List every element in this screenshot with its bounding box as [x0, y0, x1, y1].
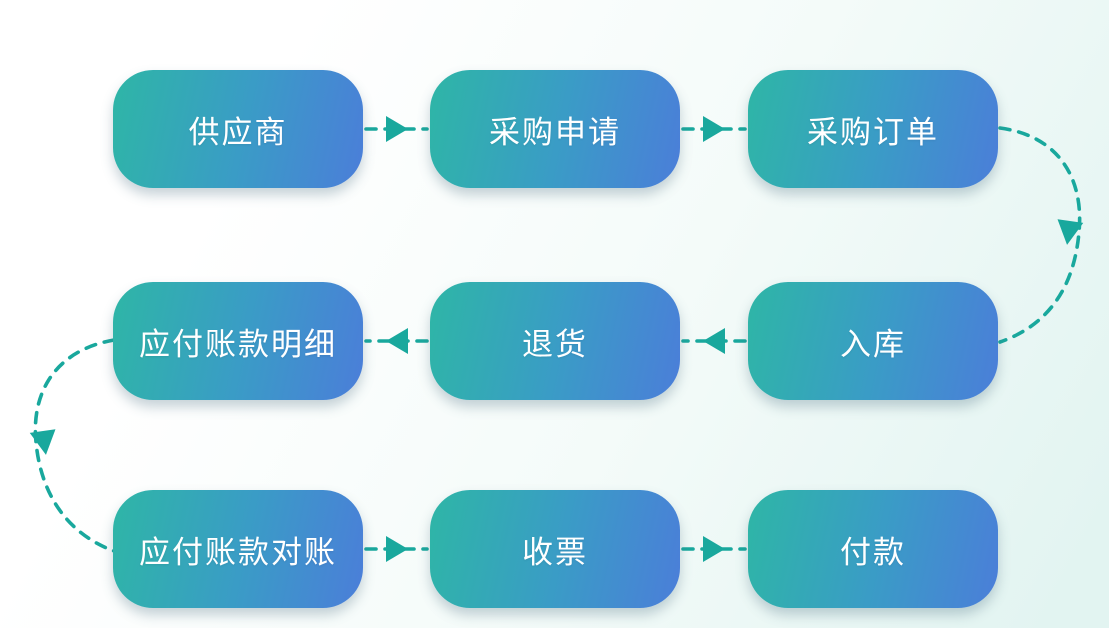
node-stock-in: 入库 [748, 282, 998, 400]
connector-payable-details-to-payable-reconciliation [33, 338, 116, 553]
connector-purchase-order-to-stock-in [998, 126, 1082, 344]
arrowhead-right-icon [386, 116, 408, 142]
node-purchase-request: 采购申请 [430, 70, 680, 188]
node-payable-details: 应付账款明细 [113, 282, 363, 400]
node-invoice-receipt: 收票 [430, 490, 680, 608]
node-label: 供应商 [188, 114, 288, 150]
node-supplier: 供应商 [113, 70, 363, 188]
arrowhead-down-icon [1057, 219, 1084, 245]
node-label: 退货 [522, 326, 588, 362]
node-label: 付款 [840, 534, 906, 570]
node-purchase-order: 采购订单 [748, 70, 998, 188]
node-return-goods: 退货 [430, 282, 680, 400]
node-label: 应付账款对账 [139, 534, 337, 570]
arrowhead-left-icon [386, 328, 408, 354]
node-label: 采购申请 [489, 114, 621, 150]
node-label: 采购订单 [807, 114, 939, 150]
node-payable-reconciliation: 应付账款对账 [113, 490, 363, 608]
node-payment: 付款 [748, 490, 998, 608]
node-label: 应付账款明细 [139, 326, 337, 362]
arrowhead-right-icon [703, 116, 725, 142]
arrowhead-left-icon [703, 328, 725, 354]
node-label: 收票 [522, 534, 588, 570]
arrowhead-right-icon [386, 536, 408, 562]
arrowhead-right-icon [703, 536, 725, 562]
arrowhead-down-icon [29, 429, 56, 455]
node-label: 入库 [840, 326, 906, 362]
